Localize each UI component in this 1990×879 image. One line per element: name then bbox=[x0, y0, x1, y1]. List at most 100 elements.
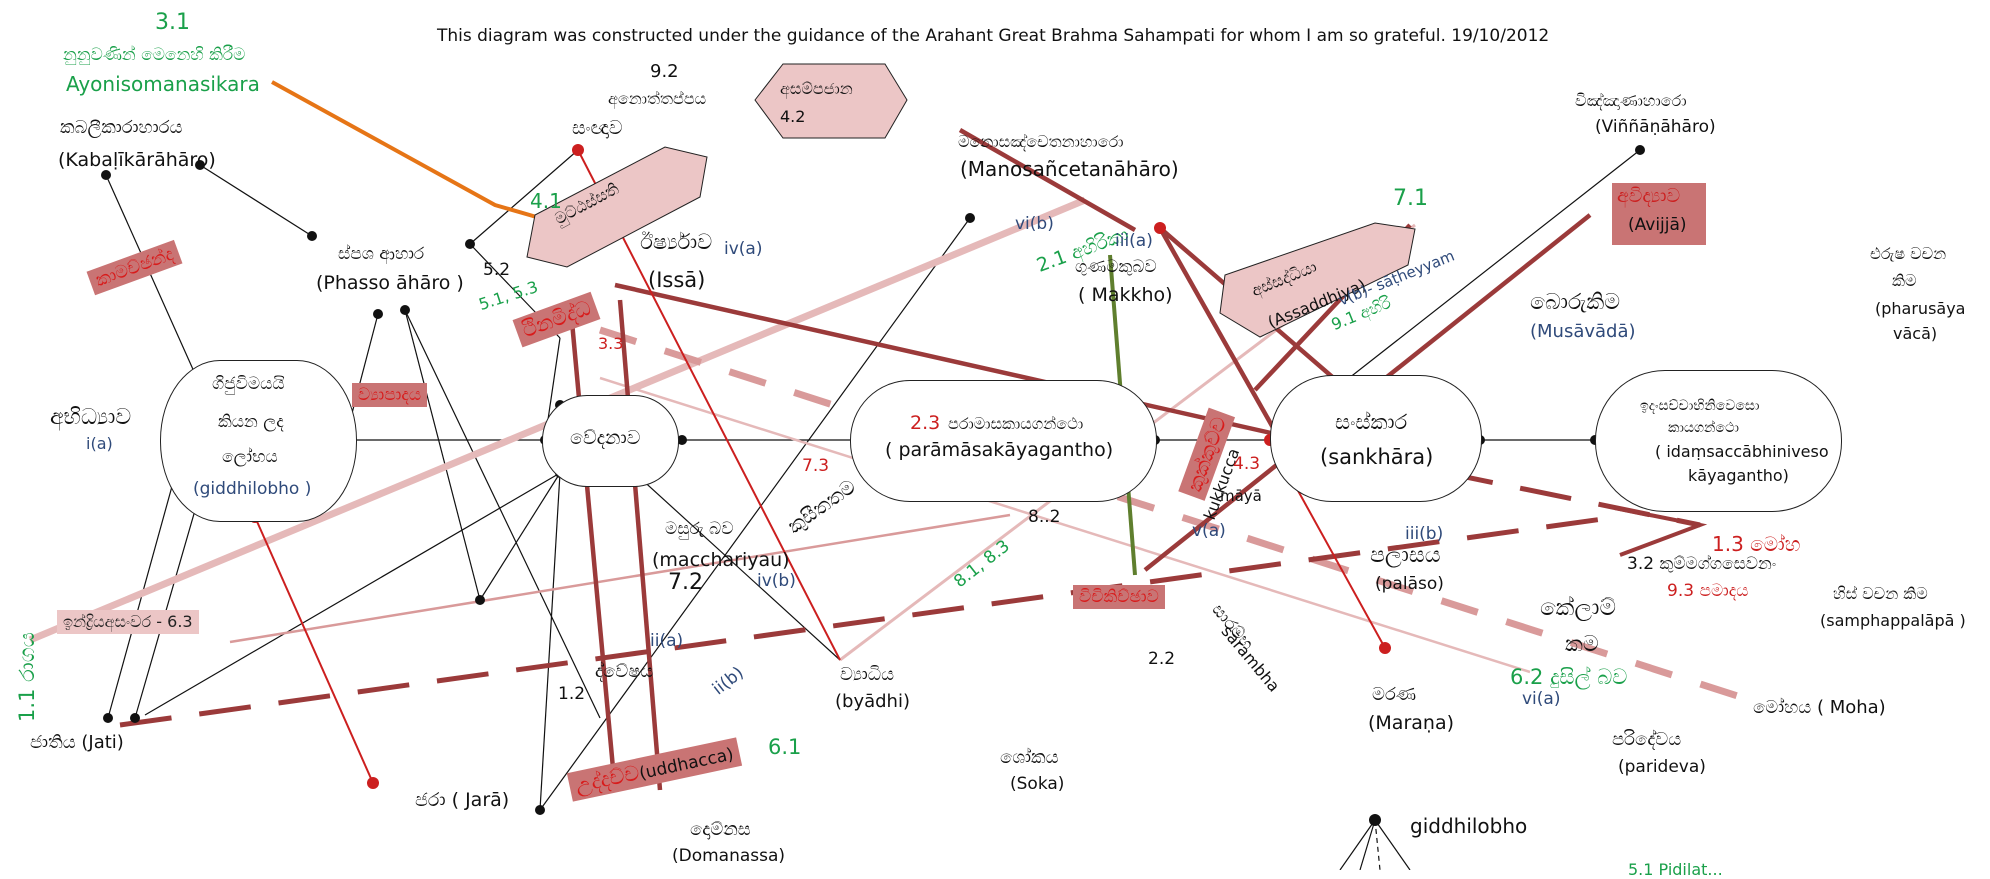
iii-a-label: iii(a) bbox=[1115, 231, 1153, 251]
domanassa-sinhala: දොම්නස bbox=[690, 819, 751, 840]
makkha-label: ( Makkho) bbox=[1078, 284, 1173, 306]
issa-sinhala: ඊර්ෂ්‍යාව bbox=[640, 230, 713, 254]
idamsacca-label-2: kāyagantho) bbox=[1688, 466, 1789, 485]
ayoniso-line bbox=[271, 80, 541, 220]
idamsacca-label-1: ( idaṃsaccābhiniveso bbox=[1655, 442, 1829, 461]
vinnana-sinhala: විඤ්ඤාණාහාරො bbox=[1575, 91, 1687, 110]
num-3-3: 3.3 bbox=[598, 334, 624, 353]
avijja-label: (Avijjā) bbox=[1628, 215, 1687, 235]
partial-bottom-label: 5.1 Pidilat... bbox=[1628, 860, 1723, 879]
anottappa-number: 9.2 bbox=[650, 61, 679, 82]
assaddhiya-hexagon bbox=[1219, 222, 1416, 338]
paramasa-label: ( parāmāsakāyagantho) bbox=[885, 439, 1114, 461]
num-4-3: 4.3 bbox=[1233, 454, 1261, 474]
muttha-hexagon bbox=[526, 146, 708, 268]
num-1-2: 1.2 bbox=[558, 684, 586, 704]
i-a-label: i(a) bbox=[86, 434, 113, 453]
arrow-head bbox=[1614, 506, 1708, 557]
soka-label: (Soka) bbox=[1010, 774, 1065, 794]
phassa-label: (Phasso āhāro ) bbox=[316, 272, 464, 294]
boru-sinhala: බොරුකිම bbox=[1530, 290, 1621, 315]
light-connector bbox=[599, 376, 1531, 674]
samphap-label: (samphappalāpā ) bbox=[1820, 611, 1966, 630]
indriya-tag: ඉන්ද්‍රියඅසංවර - 6.3 bbox=[57, 610, 199, 634]
parideva-label: (parideva) bbox=[1618, 757, 1706, 777]
sanna-sinhala: සංඥාව bbox=[572, 117, 623, 139]
num-7-3: 7.3 bbox=[802, 456, 830, 476]
jati-label: ජාතිය (Jati) bbox=[30, 732, 124, 753]
idamsacca-sinhala-1: ඉදංසච්චාභිනිවෙසො bbox=[1640, 398, 1760, 414]
vi-b-label: vi(b) bbox=[1015, 214, 1054, 234]
vyapada-tag: ව්‍යාපාදය bbox=[352, 383, 428, 407]
pamada-label: 9.3 පමාදය bbox=[1667, 581, 1749, 601]
soka-sinhala: ශෝකය bbox=[1000, 747, 1059, 768]
light-connector bbox=[229, 513, 1011, 644]
avijja-tag bbox=[1612, 183, 1706, 245]
parideva-sinhala: පරිදේවය bbox=[1612, 729, 1682, 750]
paramasa-sinhala: පරාමාසකායගන්ථො bbox=[948, 414, 1084, 433]
iv-b-label: iv(b) bbox=[757, 571, 796, 591]
samphap-sinhala: හිස් වචන කිම bbox=[1833, 584, 1928, 603]
vi-a-label: vi(a) bbox=[1522, 689, 1561, 709]
idamsacca-node bbox=[1595, 370, 1842, 512]
v-a-label: v(a) bbox=[1192, 521, 1226, 541]
giddhi-label: (giddhilobho ) bbox=[193, 479, 312, 499]
issa-iv-a: iv(a) bbox=[724, 239, 763, 259]
vedana-sinhala: වේදනාව bbox=[570, 427, 641, 449]
sankhara-sinhala: සංස්කාර bbox=[1335, 410, 1408, 434]
num-6-2: 6.2 දුසිල් බව bbox=[1510, 665, 1628, 689]
macchariya-sinhala: මසුරු බව bbox=[665, 519, 734, 539]
num-6-1: 6.1 bbox=[768, 735, 802, 759]
kelam-sinhala-1: කේලාම් bbox=[1540, 595, 1616, 621]
asampajana-number: 4.2 bbox=[780, 107, 806, 126]
byadhi-label: (byādhi) bbox=[835, 691, 910, 712]
kummagga-label: 3.2 කුම්මග්ගසෙවනං bbox=[1627, 554, 1777, 574]
asampajana-hexagon bbox=[754, 63, 908, 139]
palasa-label: (palāso) bbox=[1375, 574, 1444, 594]
ayoniso-sinhala: නුනුවණින් මෙනෙහි කිරීම bbox=[63, 45, 246, 65]
idamsacca-sinhala-2: කායගන්ථො bbox=[1668, 420, 1740, 436]
byadhi-sinhala: ව්‍යාධිය bbox=[840, 664, 895, 685]
vicikiccha-tag: විචිකිච්ඡාව bbox=[1073, 585, 1165, 609]
ayoniso-label: Ayonisomanasikara bbox=[66, 72, 260, 96]
marana-sinhala: මරණ bbox=[1372, 684, 1417, 705]
dosa-dashed-line bbox=[119, 515, 1611, 728]
ayoniso-number: 3.1 bbox=[155, 10, 190, 35]
num-5-2: 5.2 bbox=[483, 260, 511, 280]
giddhi-sinhala-1: ගිජුවිමයයි bbox=[212, 374, 285, 394]
asampajana-sinhala: අසම්පජාන bbox=[780, 79, 853, 98]
vinnana-label: (Viññāṇāhāro) bbox=[1595, 117, 1716, 137]
macchariya-label: (macchariyau) bbox=[652, 549, 790, 571]
palasa-sinhala: පලාසය bbox=[1370, 543, 1441, 568]
manosan-label: (Manosañcetanāhāro) bbox=[960, 157, 1179, 181]
kabalikara-label: (Kabaḷīkārāhāro) bbox=[58, 149, 216, 171]
marana-label: (Maraṇa) bbox=[1368, 712, 1455, 734]
dosa-sinhala: ද්වේෂය bbox=[595, 661, 654, 682]
pharusa-sinhala-2: කිම bbox=[1892, 271, 1917, 290]
iii-b-label: iii(b) bbox=[1405, 524, 1444, 544]
giddhi-sinhala-2: කියන ලද bbox=[218, 412, 284, 432]
kabalikara-sinhala: කබලීකාරාහාරය bbox=[60, 117, 183, 138]
num-7-2: 7.2 bbox=[668, 570, 703, 595]
num-8-2: 8..2 bbox=[1028, 507, 1061, 527]
num-7-1: 7.1 bbox=[1393, 186, 1428, 211]
giddhilobho-legend: giddhilobho bbox=[1410, 814, 1528, 838]
kelam-sinhala-2: කම bbox=[1565, 632, 1599, 657]
abhijjha-sinhala: අභිධ්‍යාව bbox=[50, 405, 132, 430]
manosan-sinhala: මනොසඤ්චෙතනාහාරො bbox=[958, 132, 1124, 151]
moha-sinhala: මෝහය ( Moha) bbox=[1753, 697, 1886, 718]
paramasa-node bbox=[850, 380, 1157, 502]
pharusa-label-2: vācā) bbox=[1893, 324, 1938, 343]
muttha-number: 4.1 bbox=[530, 189, 562, 213]
raga-number: 1.1 රාගය bbox=[14, 632, 39, 722]
vedana-node bbox=[542, 395, 679, 487]
giddhi-sinhala-3: ලෝභය bbox=[222, 447, 278, 467]
sankhara-node bbox=[1270, 375, 1482, 502]
jara-label: ජරා ( Jarā) bbox=[415, 789, 510, 811]
moha-number: 1.3 මෝහ bbox=[1712, 532, 1801, 556]
header-text: This diagram was constructed under the g… bbox=[437, 26, 1550, 46]
sankhara-label: (sankhāra) bbox=[1320, 445, 1434, 469]
avijja-sinhala: අවිද්‍යාව bbox=[1617, 185, 1681, 207]
anottappa-sinhala: අනොත්තප්පය bbox=[608, 89, 707, 108]
